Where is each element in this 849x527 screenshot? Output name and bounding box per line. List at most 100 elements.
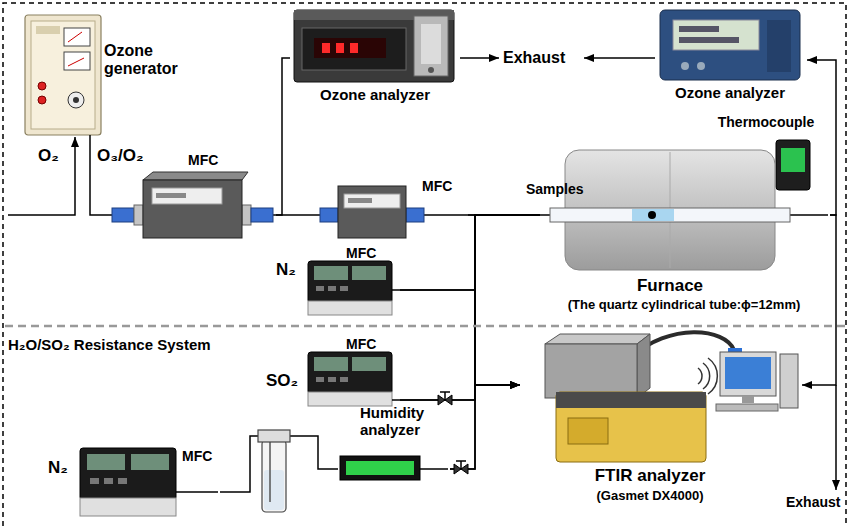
drawing-part bbox=[456, 460, 466, 462]
drawing-part bbox=[90, 478, 99, 484]
text-label: SO₂ bbox=[266, 371, 298, 391]
drawing-part bbox=[348, 198, 372, 203]
drawing-part bbox=[414, 16, 448, 76]
drawing-part bbox=[708, 358, 717, 394]
mass-flow-controller: MFC bbox=[78, 440, 220, 520]
drawing-part bbox=[143, 172, 248, 180]
drawing-part bbox=[352, 266, 386, 280]
tube-furnace: Furnace (The quartz cylindrical tube:ϕ=12… bbox=[540, 148, 830, 322]
oxygen-inlet bbox=[8, 137, 75, 215]
drawing-part bbox=[550, 208, 790, 222]
drawing-part bbox=[68, 58, 84, 66]
drawing-part bbox=[681, 62, 689, 70]
drawing-part bbox=[152, 188, 222, 204]
drawing-part bbox=[118, 478, 127, 484]
drawing-part bbox=[112, 208, 134, 222]
drawing-part bbox=[556, 392, 706, 408]
device-label: FTIR analyzer bbox=[550, 466, 750, 486]
ozone-analyzer: Ozone analyzer bbox=[290, 4, 462, 108]
drawing-part bbox=[314, 266, 348, 280]
drawing-part bbox=[64, 28, 90, 46]
text-label: Exhaust bbox=[503, 49, 565, 67]
gas-line bbox=[802, 215, 836, 385]
drawing-part bbox=[545, 334, 650, 344]
drawing-part bbox=[350, 43, 358, 53]
text-label: O₂ bbox=[38, 146, 59, 166]
drawing-part bbox=[31, 21, 95, 129]
device-label: MFC bbox=[346, 336, 396, 352]
drawing-part bbox=[392, 289, 400, 291]
drawing-part bbox=[308, 301, 392, 315]
drawing-part bbox=[540, 214, 550, 216]
valve-symbol bbox=[438, 392, 452, 405]
gas-line bbox=[400, 215, 540, 400]
gas-line bbox=[450, 215, 540, 469]
drawing-part bbox=[637, 334, 650, 398]
humidity-analyzer: Humidity analyzer bbox=[338, 404, 450, 486]
drawing-part bbox=[780, 354, 798, 408]
drawing-part bbox=[440, 391, 450, 393]
device-label: MFC bbox=[346, 245, 396, 261]
gas-line bbox=[450, 385, 520, 469]
drawing-part bbox=[648, 211, 656, 219]
drawing-part bbox=[776, 140, 810, 190]
drawing-part bbox=[302, 28, 406, 70]
drawing-part bbox=[742, 396, 754, 403]
drawing-part bbox=[262, 440, 286, 512]
text-label: Exhaust bbox=[786, 494, 840, 510]
drawing-part bbox=[316, 286, 324, 291]
exhaust-arrow bbox=[460, 57, 499, 59]
text-label: N₂ bbox=[276, 260, 296, 280]
exhaust-arrow bbox=[835, 385, 837, 490]
drawing-part bbox=[421, 24, 441, 64]
drawing-part bbox=[314, 38, 386, 58]
drawing-part bbox=[697, 62, 705, 70]
device-drawing bbox=[540, 148, 828, 322]
section-divider bbox=[5, 325, 846, 328]
gas-line bbox=[276, 58, 290, 215]
drawing-part bbox=[87, 454, 125, 470]
ftir-analyzer: FTIR analyzer(Gasmet DX4000) bbox=[520, 330, 802, 516]
drawing-part bbox=[328, 377, 336, 382]
ozone-monitor: Ozone analyzer bbox=[655, 4, 807, 104]
drawing-part bbox=[36, 26, 60, 34]
drawing-part bbox=[80, 448, 176, 500]
drawing-part bbox=[320, 208, 338, 222]
mass-flow-controller: MFC bbox=[302, 245, 400, 317]
drawing-part bbox=[679, 37, 739, 43]
gas-line bbox=[400, 290, 520, 385]
drawing-part bbox=[340, 286, 348, 291]
drawing-part bbox=[143, 180, 242, 238]
drawing-part bbox=[632, 209, 674, 221]
text-label: Samples bbox=[526, 181, 584, 197]
drawing-part bbox=[64, 52, 90, 70]
device-label: MFC bbox=[188, 152, 238, 168]
drawing-part bbox=[352, 357, 386, 371]
drawing-part bbox=[338, 186, 406, 238]
drawing-part bbox=[176, 491, 218, 493]
drawing-part bbox=[767, 20, 791, 72]
dashed-frame bbox=[3, 3, 846, 526]
device-note: (The quartz cylindrical tube:ϕ=12mm) bbox=[540, 298, 828, 313]
drawing-part bbox=[38, 96, 46, 104]
bubbler-bottle bbox=[258, 430, 290, 512]
drawing-part bbox=[703, 363, 710, 389]
drawing-part bbox=[328, 286, 336, 291]
drawing-part bbox=[156, 193, 186, 198]
drawing-part bbox=[790, 214, 828, 216]
drawing-part bbox=[346, 461, 414, 475]
drawing-part bbox=[68, 32, 82, 42]
device-label: MFC bbox=[182, 448, 218, 464]
drawing-part bbox=[134, 205, 143, 225]
drawing-part bbox=[251, 208, 273, 222]
device-label: Furnace bbox=[570, 276, 770, 296]
mass-flow-controller: MFC bbox=[108, 152, 276, 242]
drawing-part bbox=[444, 392, 446, 400]
drawing-part bbox=[25, 15, 101, 135]
drawing-part bbox=[568, 418, 608, 444]
gas-line bbox=[276, 214, 318, 216]
drawing-part bbox=[68, 92, 84, 108]
exhaust-arrow bbox=[584, 57, 655, 59]
drawing-part bbox=[89, 135, 91, 142]
drawing-part bbox=[720, 352, 776, 396]
